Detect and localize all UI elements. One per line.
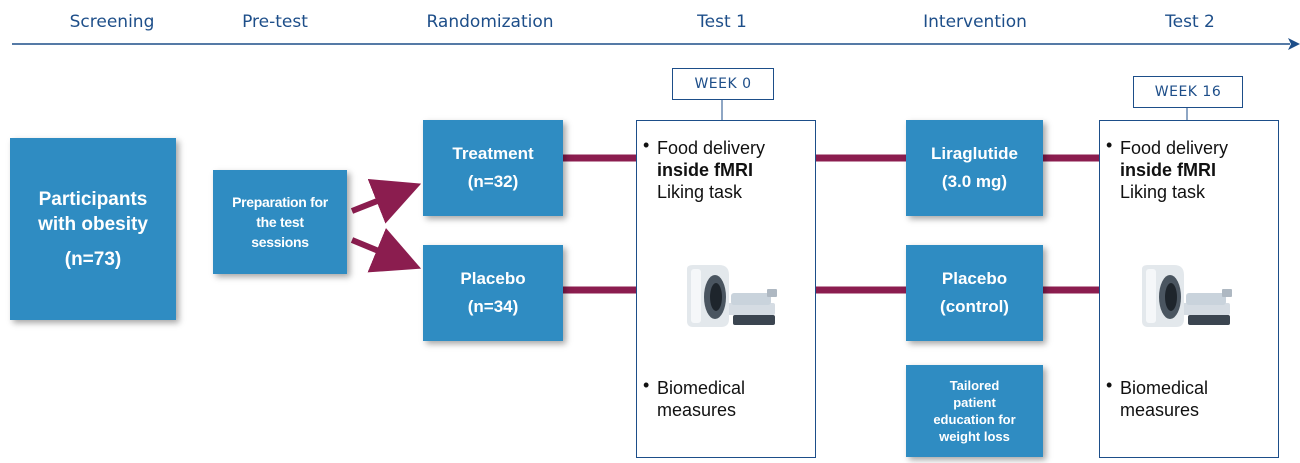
phase-pre-test: Pre-test <box>242 12 308 32</box>
placebo-group-box: Placebo (n=34) <box>423 245 563 341</box>
test1-bullet-2: • <box>643 375 650 395</box>
test2-measures-text: measures <box>1120 400 1200 420</box>
placebo-control-box: Placebo (control) <box>906 245 1043 341</box>
participants-count: (n=73) <box>64 248 122 270</box>
phase-test-1: Test 1 <box>697 12 747 32</box>
test2-inside-fmri: inside fMRI <box>1120 160 1217 180</box>
test1-food-delivery: Food delivery inside fMRI Liking task <box>657 137 765 203</box>
preparation-line3: sessions <box>251 234 309 250</box>
test2-panel: • Food delivery inside fMRI Liking task … <box>1099 120 1279 458</box>
week-0-label: WEEK 0 <box>672 68 774 100</box>
participants-line1: Participants <box>38 188 148 210</box>
preparation-line1: Preparation for <box>232 194 328 210</box>
phase-test-2: Test 2 <box>1165 12 1215 32</box>
placebo-control-sub: (control) <box>940 297 1009 316</box>
education-line3: education for <box>933 412 1016 427</box>
test1-mri-scanner-icon <box>685 263 785 333</box>
arrow-to-placebo <box>350 228 422 273</box>
treatment-box: Treatment (n=32) <box>423 120 563 216</box>
phase-randomization: Randomization <box>426 12 554 32</box>
test2-food-delivery: Food delivery inside fMRI Liking task <box>1120 137 1228 203</box>
test1-liking-task: Liking task <box>657 182 743 202</box>
treatment-count: (n=32) <box>467 172 519 191</box>
phase-screening: Screening <box>69 12 155 32</box>
test1-panel: • Food delivery inside fMRI Liking task … <box>636 120 816 458</box>
test2-bullet-1: • <box>1106 135 1113 155</box>
placebo-group-count: (n=34) <box>467 297 519 316</box>
test2-biomedical: Biomedical measures <box>1120 377 1208 421</box>
test2-mri-scanner-icon <box>1140 263 1240 333</box>
test1-inside-fmri: inside fMRI <box>657 160 754 180</box>
liraglutide-dose: (3.0 mg) <box>941 172 1008 191</box>
week-16-label: WEEK 16 <box>1133 76 1243 108</box>
participants-box: Participants with obesity (n=73) <box>10 138 176 320</box>
preparation-box: Preparation for the test sessions <box>213 170 347 274</box>
liraglutide-box: Liraglutide (3.0 mg) <box>906 120 1043 216</box>
education-box: Tailored patient education for weight lo… <box>906 365 1043 457</box>
timeline-arrowhead <box>1288 38 1300 50</box>
education-line2: patient <box>953 395 996 410</box>
test2-biomedical-text: Biomedical <box>1120 378 1209 398</box>
education-line4: weight loss <box>939 429 1010 444</box>
liraglutide-label: Liraglutide <box>931 144 1018 163</box>
test2-bullet-2: • <box>1106 375 1113 395</box>
placebo-control-label: Placebo <box>941 269 1008 288</box>
education-line1: Tailored <box>949 378 1000 393</box>
arrow-to-treatment <box>350 178 422 224</box>
phase-intervention: Intervention <box>923 12 1027 32</box>
test1-bullet-1: • <box>643 135 650 155</box>
test1-biomedical: Biomedical measures <box>657 377 745 421</box>
preparation-line2: the test <box>256 214 304 230</box>
placebo-group-label: Placebo <box>460 269 526 288</box>
test1-food-delivery-text: Food delivery <box>657 138 766 158</box>
test1-biomedical-text: Biomedical <box>657 378 746 398</box>
test2-liking-task: Liking task <box>1120 182 1206 202</box>
treatment-label: Treatment <box>452 144 534 163</box>
participants-line2: with obesity <box>38 213 148 235</box>
test2-food-delivery-text: Food delivery <box>1120 138 1229 158</box>
test1-measures-text: measures <box>657 400 737 420</box>
